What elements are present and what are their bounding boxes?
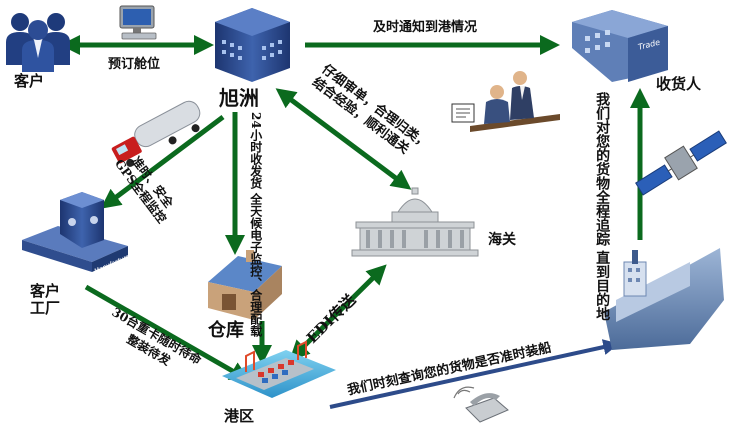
edge-label-arrival-notice: 及时通知到港情况 — [373, 20, 478, 35]
factory-building-icon: Manufacturer — [22, 192, 134, 275]
tanker-truck-icon — [111, 100, 201, 167]
node-label-customs: 海关 — [488, 232, 516, 248]
pickup-line-2: 全天候电子监控、合理配载 — [248, 192, 263, 337]
arrow-factory-port — [84, 284, 250, 381]
node-label-port: 港区 — [224, 407, 255, 425]
node-label-xuzhou: 旭洲 — [219, 86, 259, 110]
node-label-factory: 客户 工厂 — [30, 282, 61, 318]
telephone-icon — [453, 386, 509, 423]
arrow-customs-port — [289, 264, 387, 361]
arrow-xuzhou-factory — [100, 115, 225, 209]
computer-icon — [119, 5, 157, 40]
edge-label-booking: 预订舱位 — [108, 57, 161, 72]
cargo-ship-icon — [604, 248, 724, 350]
edge-label-tracking: 我们对您的货物全程追踪 直到目的地 — [594, 92, 610, 321]
warehouse-icon — [208, 250, 282, 320]
customs-building-icon — [351, 187, 479, 257]
node-label-customer: 客户 — [14, 72, 45, 90]
customs-agents-icon — [451, 71, 560, 132]
arrow-port-ship — [329, 339, 620, 409]
pickup-line-1: 24小时收发货 — [248, 112, 263, 189]
customer-icon — [6, 13, 70, 72]
consignee-building-icon: Trade — [572, 10, 668, 82]
arrow-xuzhou-customs — [275, 88, 412, 190]
tracking-line-1: 我们对您的货物全程追踪 — [594, 92, 611, 246]
arrows — [60, 35, 650, 409]
tracking-line-2: 直到目的地 — [594, 250, 611, 321]
satellite-icon — [635, 130, 727, 196]
node-label-warehouse: 仓库 — [208, 320, 244, 341]
xuzhou-building-icon — [215, 8, 290, 82]
port-area-icon — [222, 340, 336, 398]
edge-label-pickup: 24小时收发货 全天候电子监控、合理配载 — [248, 112, 263, 337]
node-label-consignee: 收货人 — [656, 75, 702, 93]
